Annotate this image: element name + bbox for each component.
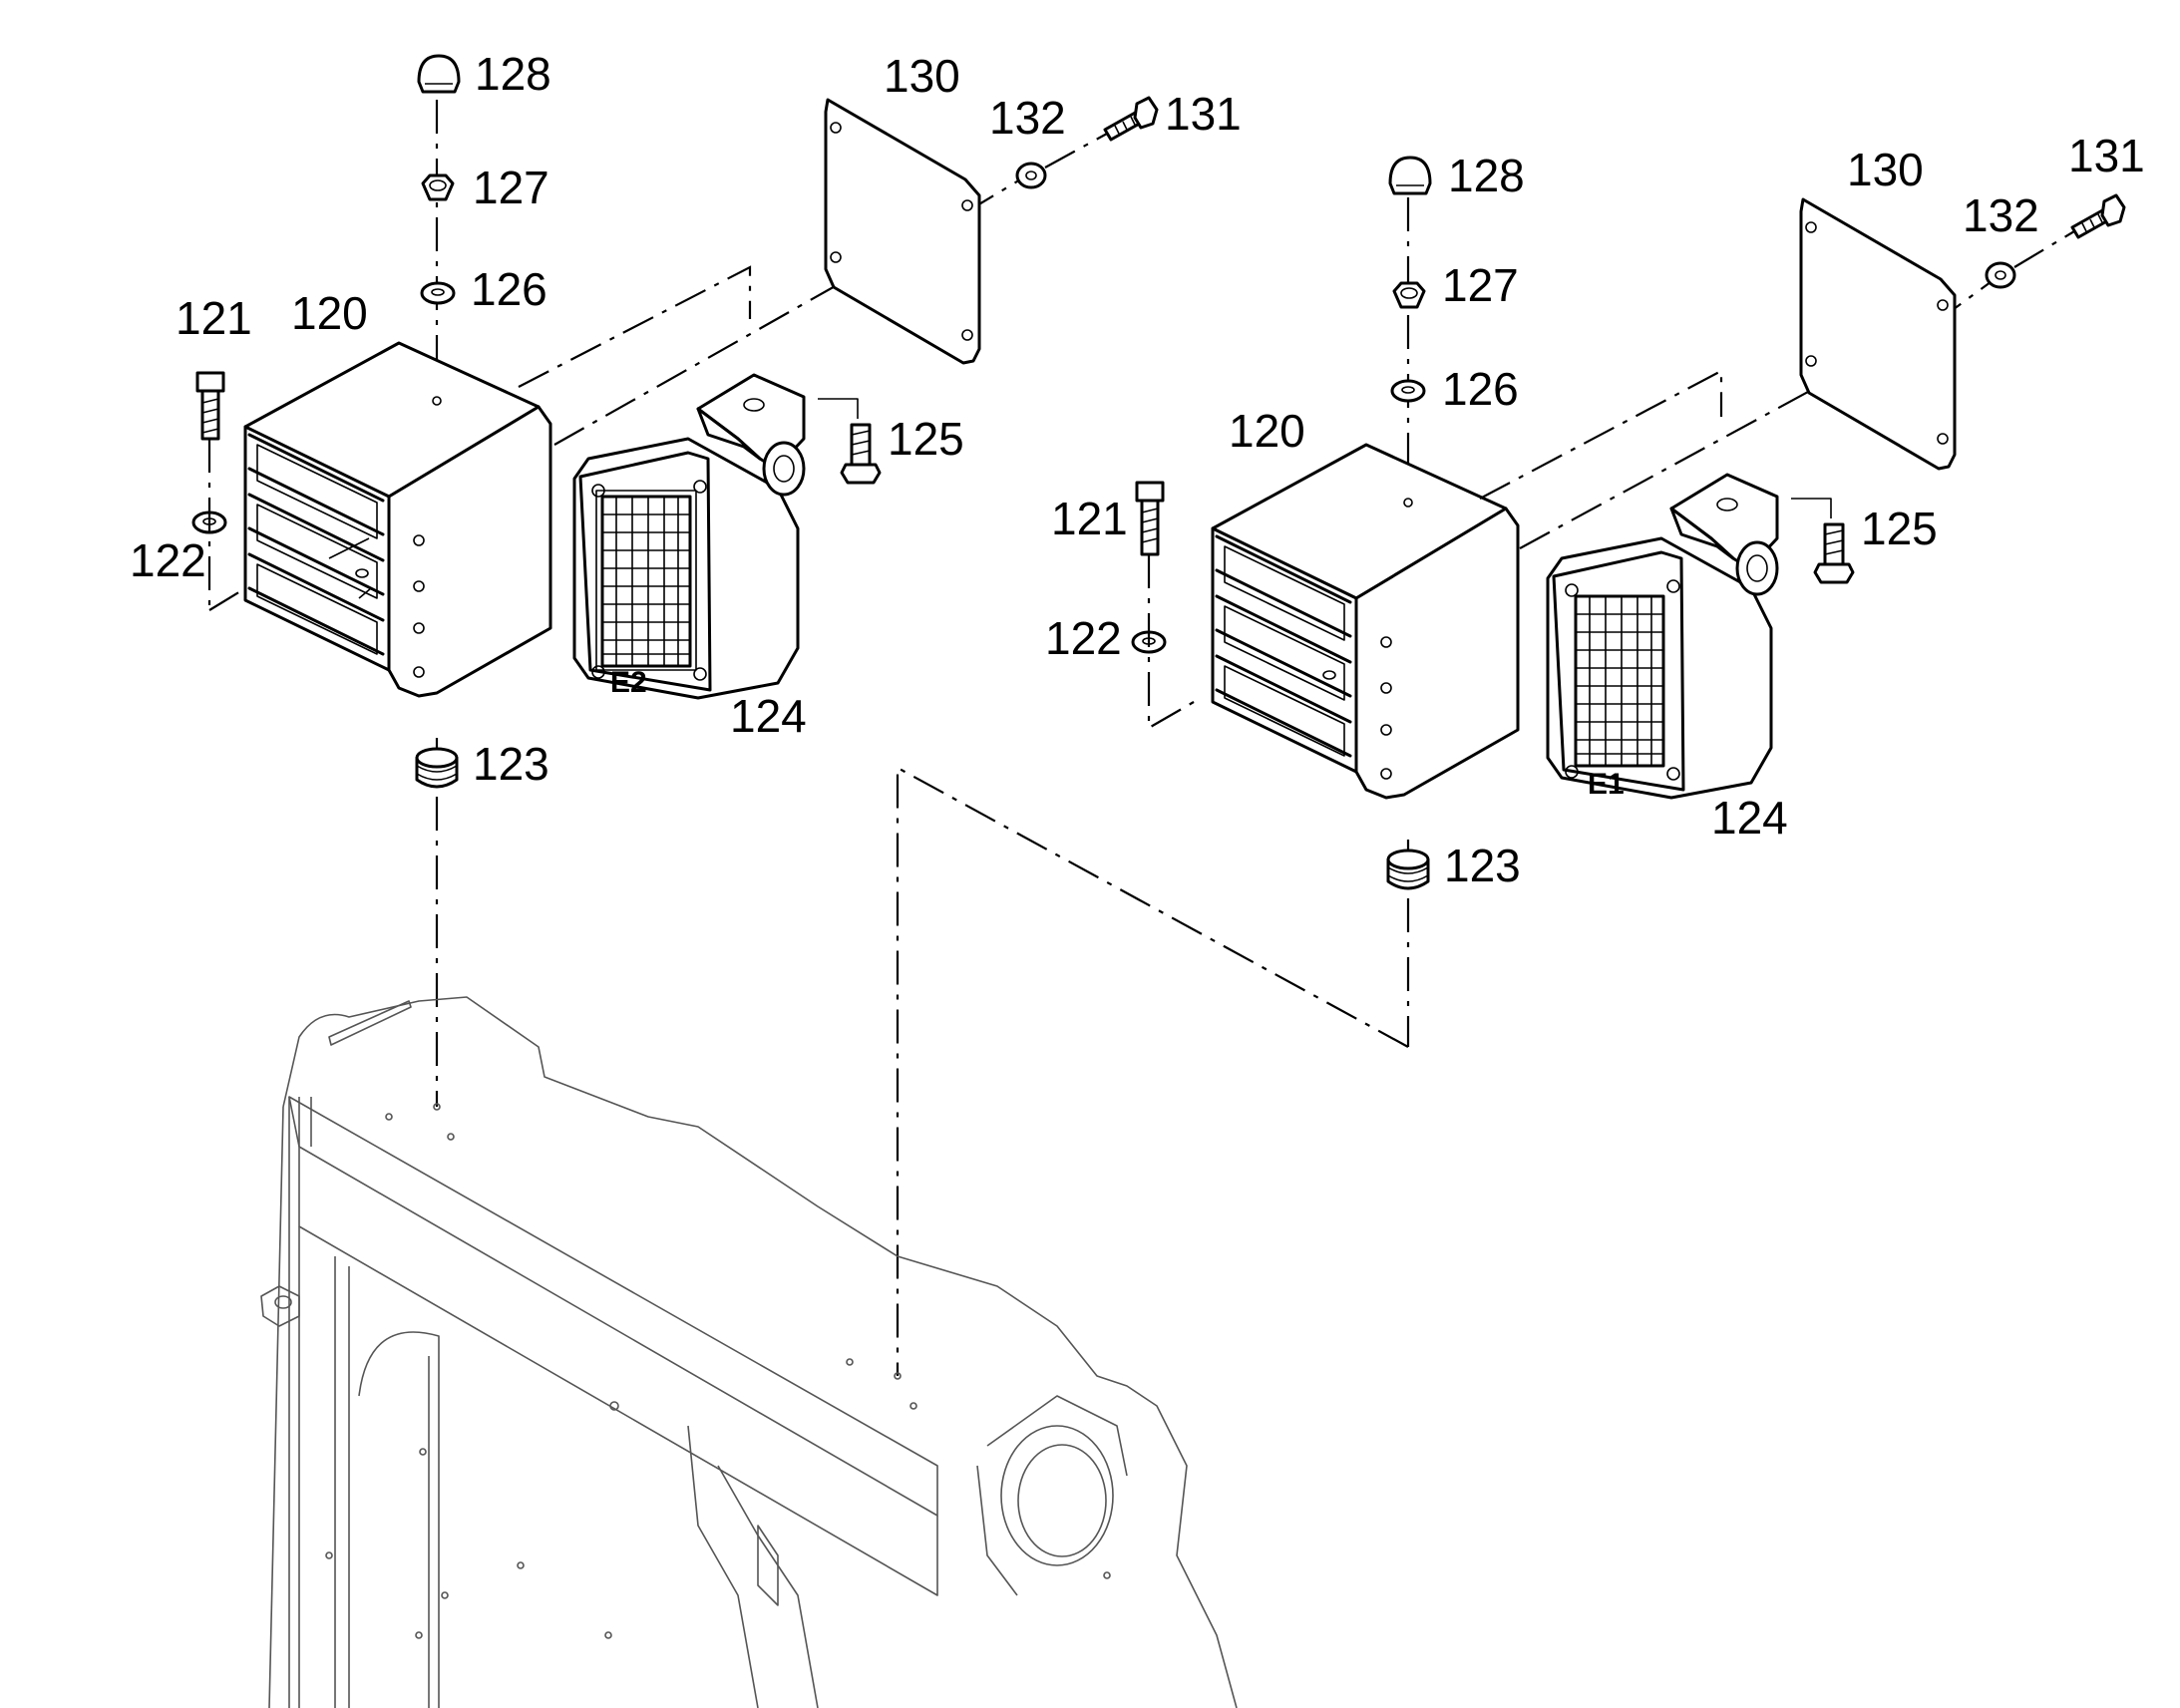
callout-132: 132 [1963, 189, 2039, 241]
washer-icon [420, 281, 456, 305]
plate-axis-left [518, 265, 752, 388]
assembly-left: 128 127 126 121 120 122 [130, 48, 1242, 1107]
bolt-131-axis-right [2013, 230, 2075, 268]
rubber-grommet-icon [415, 747, 459, 789]
work-lamp-icon [572, 373, 806, 700]
callout-128: 128 [1448, 150, 1525, 201]
callout-120: 120 [291, 287, 368, 339]
callout-127: 127 [1442, 259, 1519, 311]
callout-126: 126 [1442, 363, 1519, 415]
callout-122: 122 [1045, 612, 1122, 664]
hex-nut-icon [421, 173, 455, 201]
callout-125: 125 [888, 413, 964, 465]
callout-121: 121 [176, 292, 252, 344]
cap-nut-icon [1388, 156, 1432, 195]
callout-125: 125 [1861, 503, 1938, 554]
lamp-designation-e1: E1 [1588, 768, 1625, 801]
work-lamp-icon [1546, 473, 1779, 800]
callout-126: 126 [471, 263, 547, 315]
machine-frame [260, 996, 1238, 1708]
lamp-guard-icon [243, 341, 552, 698]
plate-axis-right [1479, 369, 1723, 500]
leader-125 [1791, 498, 1832, 518]
callout-123: 123 [1444, 840, 1521, 891]
callout-122: 122 [130, 534, 206, 586]
bolt-131-axis-left [1044, 133, 1108, 169]
washer-icon [1985, 261, 2016, 289]
bolt-icon [1135, 481, 1165, 556]
callout-132: 132 [989, 92, 1066, 144]
rubber-grommet-icon [1386, 849, 1430, 890]
callout-128: 128 [475, 48, 551, 100]
callout-130: 130 [884, 50, 960, 102]
bolt-icon [1813, 522, 1855, 584]
leader-125 [818, 398, 859, 419]
callout-131: 131 [2068, 130, 2145, 181]
lamp-guard-icon [1211, 443, 1520, 800]
bolt-icon [195, 371, 225, 441]
callout-124: 124 [1711, 792, 1788, 844]
cover-plate-icon [1799, 197, 1957, 471]
bolt-icon [840, 423, 882, 485]
bolt-icon [2070, 193, 2126, 239]
cap-nut-icon [417, 54, 461, 94]
washer-icon [1015, 162, 1047, 189]
guard-axis-left [208, 587, 246, 611]
callout-120: 120 [1229, 405, 1305, 457]
callout-121: 121 [1051, 493, 1128, 544]
washer-icon [1390, 379, 1426, 403]
mounting-axis-right-to-frame [896, 766, 1409, 1376]
hex-nut-icon [1392, 281, 1426, 309]
callout-131: 131 [1165, 88, 1242, 140]
callout-127: 127 [473, 162, 549, 213]
callout-130: 130 [1847, 144, 1924, 195]
callout-124: 124 [730, 690, 807, 742]
callout-123: 123 [473, 738, 549, 790]
bolt-icon [1103, 96, 1159, 142]
cover-plate-icon [824, 98, 981, 365]
lamp-designation-e2: E2 [610, 666, 647, 699]
assembly-right: 128 127 126 121 120 122 [1045, 130, 2145, 1047]
